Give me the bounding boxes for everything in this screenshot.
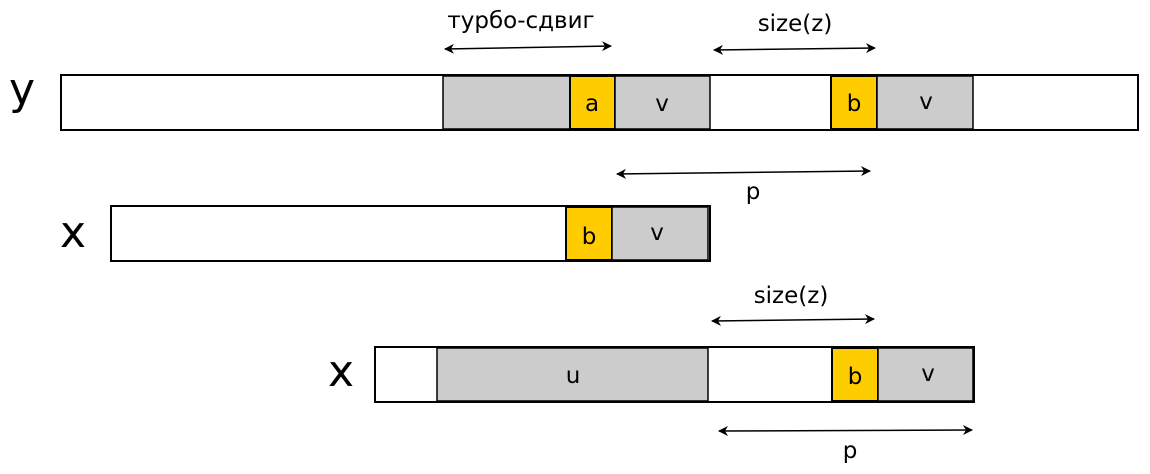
row-y-cell-v1-label: v [655, 91, 669, 117]
row-x1-cell-v-label: v [650, 220, 664, 246]
turbo-shift-arrow [444, 41, 612, 54]
p-top-arrow [616, 166, 871, 179]
row-x2: u b v x [328, 346, 975, 403]
row-x1-cell-b-label: b [582, 224, 597, 250]
row-y-cell-a-label: a [585, 91, 599, 117]
row-y-cell-v2-label: v [919, 89, 933, 115]
row-x1-cell-b [565, 206, 613, 261]
size-z-top-label: size(z) [758, 11, 833, 37]
row-y-cell-v1 [614, 75, 711, 130]
row-x2-cell-b-label: b [848, 364, 863, 390]
p-bottom-arrow [718, 425, 973, 436]
row-x2-cell-u-label: u [566, 363, 581, 389]
row-y-label: y [9, 64, 35, 115]
row-y-cell-a [569, 75, 616, 130]
row-x2-cell-v [877, 347, 974, 402]
row-x2-cell-u [436, 347, 709, 402]
row-x2-label: x [328, 346, 354, 397]
row-x1-label: x [60, 207, 86, 258]
row-x1-cell-v [611, 206, 709, 261]
row-y: a v b v y [9, 64, 1139, 131]
row-y-cell-b-label: b [847, 91, 862, 117]
p-bottom-label: p [843, 438, 858, 464]
size-z-bottom-label: size(z) [754, 283, 829, 309]
size-z-bottom-arrow [711, 314, 875, 326]
row-y-gray-block [442, 75, 571, 130]
size-z-top-arrow [713, 43, 876, 55]
row-x2-cell-v-label: v [921, 361, 935, 387]
p-top-label: p [746, 179, 761, 205]
row-y-cell-v2 [876, 75, 974, 130]
row-x1: b v x [60, 205, 711, 262]
turbo-shift-label: турбо-сдвиг [447, 8, 594, 34]
